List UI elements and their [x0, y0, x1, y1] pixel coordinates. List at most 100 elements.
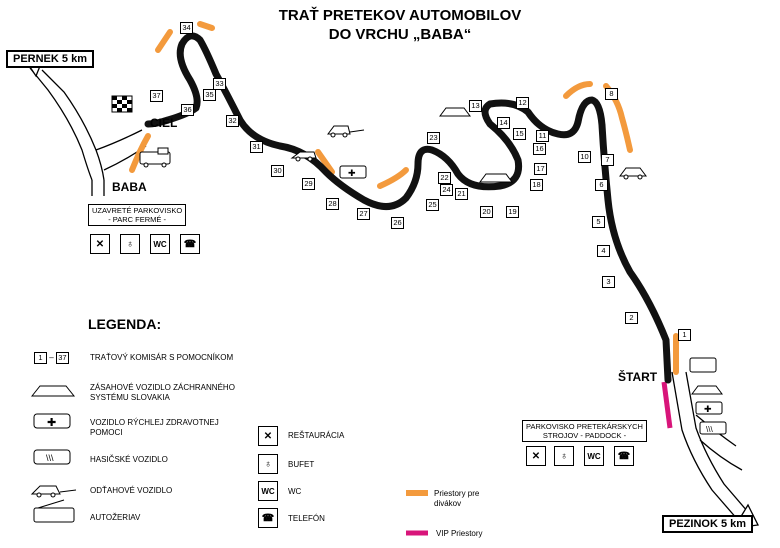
legend-text: ZÁSAHOVÉ VOZIDLO ZÁCHRANNÉHO	[90, 383, 235, 392]
telephone-icon: ☎	[258, 508, 278, 528]
start-label: ŠTART	[618, 370, 658, 384]
legend-text: POMOCI	[90, 428, 123, 437]
wc-icon: WC	[258, 481, 278, 501]
paddock-line1: PARKOVISKO PRETEKÁRSKYCH	[526, 422, 643, 431]
marshal-post: 32	[226, 115, 239, 127]
legend-text: AUTOŽERIAV	[90, 513, 141, 522]
marshal-post: 13	[469, 100, 482, 112]
telephone-icon: ☎	[180, 234, 200, 254]
crane-truck-icon	[689, 357, 717, 373]
marshal-post: 10	[578, 151, 591, 163]
legend-restaurant: REŠTAURÁCIA	[288, 431, 345, 440]
legend-item-marshal: TRAŤOVÝ KOMISÁR S POMOCNÍKOM	[90, 353, 233, 363]
marshal-post: 2	[625, 312, 638, 324]
marshal-post: 35	[203, 89, 216, 101]
pernek-road-sign: PERNEK 5 km	[6, 50, 94, 68]
crane-truck-icon	[33, 499, 75, 523]
legend-vip: VIP Priestory	[436, 529, 483, 538]
marshal-post: 17	[534, 163, 547, 175]
pezinok-road-sign: PEZINOK 5 km	[662, 515, 754, 533]
rescue-vehicle-icon	[691, 385, 723, 395]
parc-ferme-line2: - PARC FERMÉ -	[108, 215, 166, 224]
road-to-pernek-edge	[41, 69, 105, 181]
restaurant-icon: ✕	[258, 426, 278, 446]
legend-wc: WC	[288, 487, 302, 496]
marshal-post: 3	[602, 276, 615, 288]
marshal-post: 4	[597, 245, 610, 257]
title-line2: DO VRCHU „BABA“	[328, 26, 472, 43]
spectator-area	[155, 29, 173, 53]
marshal-post: 29	[302, 178, 315, 190]
marshal-post: 28	[326, 198, 339, 210]
legend-text: VOZIDLO RÝCHLEJ ZDRAVOTNEJ	[90, 418, 219, 427]
spectator-area	[377, 167, 409, 189]
access-roads	[29, 67, 749, 521]
wc-icon: WC	[584, 446, 604, 466]
legend-telephone: TELEFÓN	[288, 514, 325, 523]
title-line1: TRAŤ PRETEKOV AUTOMOBILOV	[278, 7, 522, 24]
marshal-post: 23	[427, 132, 440, 144]
road-stub-baba	[91, 180, 105, 196]
baba-label: BABA	[112, 180, 147, 194]
legend-spectators: Priestory pre divákov	[434, 489, 479, 509]
legend-item-tow: ODŤAHOVÉ VOZIDLO	[90, 486, 172, 496]
marshal-post: 1	[678, 329, 691, 341]
legend-text: ODŤAHOVÉ VOZIDLO	[90, 486, 173, 495]
rescue-vehicle-icon	[30, 385, 76, 397]
marshal-post: 36	[181, 104, 194, 116]
restaurant-icon: ✕	[526, 446, 546, 466]
legend-title: LEGENDA:	[88, 316, 162, 332]
tow-vehicle-icon	[327, 125, 365, 138]
legend-icons: ✚ \\\	[30, 385, 77, 523]
marshal-range-icon: 1 – 37	[34, 352, 69, 364]
legend-text: divákov	[434, 499, 462, 508]
buffet-icon: ♁	[120, 234, 140, 254]
legend-text: HASIČSKÉ VOZIDLO	[90, 455, 168, 464]
telephone-icon: ☎	[614, 446, 634, 466]
marshal-post: 5	[592, 216, 605, 228]
marshal-post: 15	[513, 128, 526, 140]
finish-flag-icon	[111, 95, 133, 113]
map-vehicles: ✚ ✚ \\\	[139, 107, 727, 435]
range-start: 1	[34, 352, 47, 364]
marshal-post: 24	[440, 184, 453, 196]
marshal-post: 11	[536, 130, 549, 142]
marshal-post: 30	[271, 165, 284, 177]
marshal-post: 8	[605, 88, 618, 100]
marshal-post: 21	[455, 188, 468, 200]
marshal-post: 25	[426, 199, 439, 211]
marshal-post: 34	[180, 22, 193, 34]
ambulance-icon: ✚	[33, 413, 71, 429]
parc-ferme-line1: UZAVRETÉ PARKOVISKO	[92, 206, 183, 215]
rescue-vehicle-icon	[479, 173, 513, 183]
buffet-icon: ♁	[554, 446, 574, 466]
map-title: TRAŤ PRETEKOV AUTOMOBILOV DO VRCHU „BABA…	[230, 6, 570, 44]
finish-label: CIEL	[150, 116, 178, 130]
spectator-area	[315, 149, 335, 175]
marshal-post: 22	[438, 172, 451, 184]
spectator-area	[197, 21, 215, 31]
marshal-post: 33	[213, 78, 226, 90]
road-to-baba	[95, 129, 143, 151]
marshal-post: 27	[357, 208, 370, 220]
ambulance-icon	[139, 147, 171, 168]
parc-ferme-box: UZAVRETÉ PARKOVISKO - PARC FERMÉ -	[88, 204, 187, 226]
paddock-line2: STROJOV - PADDOCK -	[542, 431, 627, 440]
svg-text:✚: ✚	[47, 417, 56, 429]
legend-item-crane: AUTOŽERIAV	[90, 513, 140, 523]
ambulance-icon: ✚	[695, 401, 723, 415]
road-to-pezinok-edge	[685, 371, 749, 513]
marshal-post: 6	[595, 179, 608, 191]
marshal-post: 20	[480, 206, 493, 218]
fire-truck-icon: \\\	[33, 449, 71, 465]
ambulance-icon: ✚	[339, 165, 367, 179]
svg-text:\\\: \\\	[706, 425, 713, 434]
wc-icon: WC	[150, 234, 170, 254]
legend-text: TRAŤOVÝ KOMISÁR S POMOCNÍKOM	[90, 353, 234, 362]
marshal-post: 31	[250, 141, 263, 153]
restaurant-icon: ✕	[90, 234, 110, 254]
tow-vehicle-icon	[619, 167, 647, 180]
road-to-pernek	[29, 67, 93, 181]
